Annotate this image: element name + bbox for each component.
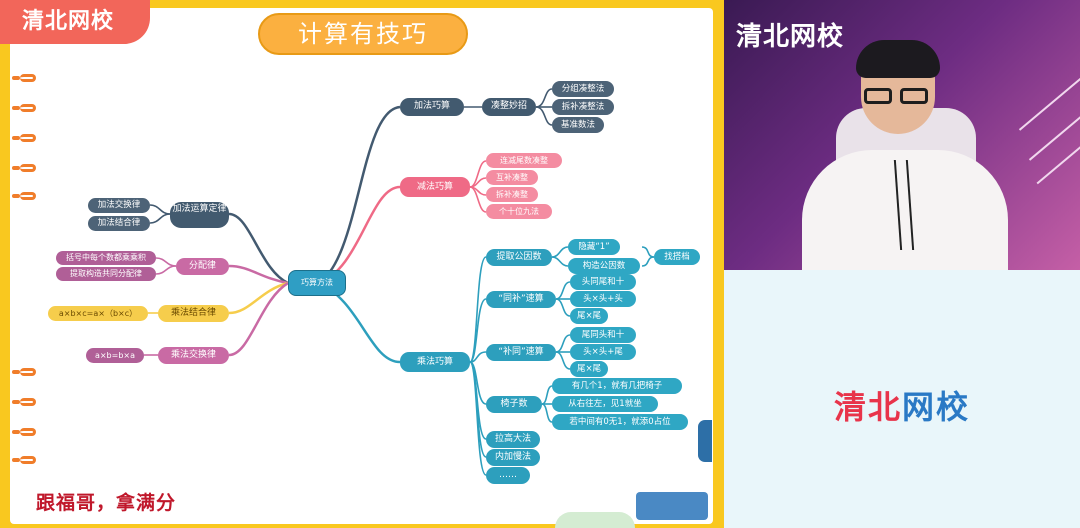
node-leaf: 从右往左，见1就坐 xyxy=(552,396,658,412)
node-leaf: 括号中每个数都乘乘积 xyxy=(56,251,156,265)
node-multiplication: 乘法巧算 xyxy=(400,352,470,372)
binder-ring xyxy=(12,74,36,82)
node-leaf: 连减尾数凑整 xyxy=(486,153,562,168)
node-rounding-trick: 凑整妙招 xyxy=(482,98,536,116)
node-group: 椅子数 xyxy=(486,396,542,413)
slogan-text: 跟福哥，拿满分 xyxy=(36,492,177,514)
node-leaf: 提取构造共同分配律 xyxy=(56,267,156,281)
binder-ring xyxy=(12,456,36,464)
node-leaf: 加法结合律 xyxy=(88,216,150,231)
node-leaf: 互补凑整 xyxy=(486,170,538,185)
mindmap-center: 巧算方法 xyxy=(288,270,346,296)
node-mult-assoc: 乘法结合律 xyxy=(158,305,229,322)
decoration xyxy=(1036,137,1080,185)
node-distributive: 分配律 xyxy=(176,258,229,275)
node-leaf: 加法交换律 xyxy=(88,198,150,213)
binder-ring xyxy=(12,192,36,200)
decoration xyxy=(698,420,712,462)
node-group: 内加慢法 xyxy=(486,449,540,466)
node-leaf: 基准数法 xyxy=(552,117,604,133)
node-group: “补同”速算 xyxy=(486,344,556,361)
node-mult-comm: 乘法交换律 xyxy=(158,347,229,364)
decoration xyxy=(555,512,635,528)
binder-ring xyxy=(12,134,36,142)
decoration xyxy=(636,492,708,520)
node-leaf: 隐藏“1” xyxy=(568,239,620,255)
node-leaf: 分组凑整法 xyxy=(552,81,614,97)
decoration xyxy=(1018,71,1080,131)
node-leaf: 构造公因数 xyxy=(568,258,640,274)
teacher-video: 清北网校 xyxy=(724,0,1080,270)
video-logo: 清北网校 xyxy=(736,22,845,52)
node-group: …… xyxy=(486,467,530,484)
node-leaf: 头×头+尾 xyxy=(570,344,636,360)
glasses xyxy=(864,88,934,106)
node-leaf: a×b×c=a×（b×c） xyxy=(48,306,148,321)
node-leaf: 若中间有0无1，就添0占位 xyxy=(552,414,688,430)
node-leaf: 拆补凑整 xyxy=(486,187,538,202)
node-group: 提取公因数 xyxy=(486,249,552,266)
brand-logo-red: 清北 xyxy=(833,388,902,426)
brand-panel: 清北网校 xyxy=(724,270,1080,528)
node-group: “同补”速算 xyxy=(486,291,556,308)
binder-ring xyxy=(12,398,36,406)
node-leaf: 尾×尾 xyxy=(570,308,608,324)
whiteboard-frame: 清北网校 计算有技巧 xyxy=(0,0,724,528)
node-leaf: 头×头+头 xyxy=(570,291,636,307)
node-leaf: 个十位九法 xyxy=(486,204,552,219)
teacher-hair xyxy=(856,40,940,78)
node-leaf: a×b=b×a xyxy=(86,348,144,363)
binder-ring xyxy=(12,104,36,112)
node-note: 找搭档 xyxy=(654,249,700,265)
node-group: 拉高大法 xyxy=(486,431,540,448)
teacher-body xyxy=(802,150,1008,270)
node-leaf: 有几个1，就有几把椅子 xyxy=(552,378,682,394)
node-subtraction: 减法巧算 xyxy=(400,177,470,197)
binder-ring xyxy=(12,164,36,172)
slide-title: 计算有技巧 xyxy=(258,13,468,55)
brand-logo-blue: 网校 xyxy=(902,388,971,426)
node-addition: 加法巧算 xyxy=(400,98,464,116)
node-leaf: 尾×尾 xyxy=(570,361,608,377)
node-leaf: 头同尾和十 xyxy=(570,274,636,290)
node-addition-laws: 加法运算定律 xyxy=(170,202,229,228)
node-leaf: 拆补凑整法 xyxy=(552,99,614,115)
brand-logo: 清北网校 xyxy=(724,382,1080,428)
logo-badge: 清北网校 xyxy=(0,0,150,44)
node-leaf: 尾同头和十 xyxy=(570,327,636,343)
binder-ring xyxy=(12,428,36,436)
binder-ring xyxy=(12,368,36,376)
